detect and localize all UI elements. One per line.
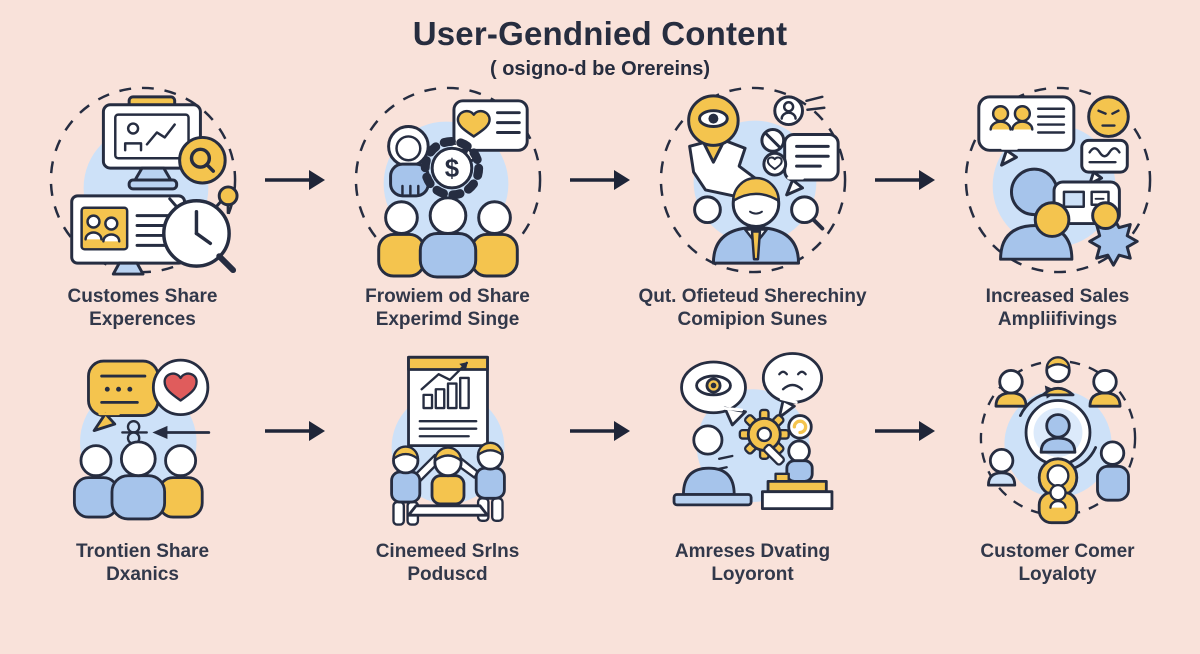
step-caption: Frowiem od Share Experimd Singe	[365, 286, 530, 331]
flow-arrow	[265, 346, 325, 444]
header: User-Gendnied Content ( osigno-d be Orer…	[0, 0, 1200, 81]
map-pin-eye-person-icon	[659, 86, 846, 274]
flow-row-1: Customes Share Experences	[0, 81, 1200, 331]
step-increased-sales: Increased Sales Ampliifivings	[933, 81, 1183, 331]
step-caption: Customer Comer Loyaloty	[980, 540, 1135, 585]
arrow-right-icon	[265, 170, 325, 191]
customer-loyalty-cycle-icon	[979, 355, 1136, 524]
eye-sad-gear-desk-icon	[672, 351, 833, 510]
flow-arrow	[265, 81, 325, 193]
arrow-right-icon	[875, 420, 935, 441]
group-chat-emoji-sales-icon	[964, 86, 1151, 274]
step-caption: Cinemeed Srlns Poduscd	[375, 540, 520, 585]
monitors-review-clock-icon	[49, 86, 239, 276]
crowd-gear-dollar-review-icon: $	[354, 86, 541, 279]
presentation-chart-team-icon	[389, 355, 506, 526]
flow-row-2: Trontien Share Dxanics	[0, 346, 1200, 586]
step-address-rating: Amreses Dvating Loyoront	[628, 346, 878, 586]
flow-arrow	[570, 81, 630, 193]
step-customers-share-experiences: Customes Share Experences	[18, 81, 268, 331]
step-caption: Amreses Dvating Loyoront	[674, 540, 831, 585]
flow-arrow	[570, 346, 630, 444]
flow-arrow	[875, 81, 935, 193]
step-caption: Increased Sales Ampliifivings	[985, 286, 1130, 331]
svg-text:$: $	[444, 155, 458, 183]
arrow-right-icon	[570, 170, 630, 191]
arrow-right-icon	[570, 420, 630, 441]
step-caption: Customes Share Experences	[67, 286, 218, 331]
step-caption: Trontien Share Dxanics	[75, 540, 210, 585]
chat-heart-crowd-icon	[72, 358, 210, 521]
step-share-dynamics: Trontien Share Dxanics	[18, 346, 268, 586]
step-audience-feedback: Qut. Ofieteud Sherechiny Comipion Sunes	[628, 81, 878, 331]
arrow-right-icon	[265, 420, 325, 441]
step-caption: Qut. Ofieteud Sherechiny Comipion Sunes	[638, 286, 867, 331]
page-subtitle: ( osigno-d be Orereins)	[489, 58, 711, 81]
page-title: User-Gendnied Content	[412, 15, 788, 52]
step-presentation-results: Cinemeed Srlns Poduscd	[323, 346, 573, 586]
step-customer-loyalty: Customer Comer Loyaloty	[933, 346, 1183, 586]
step-people-share-review: $ Frowiem od Share Experimd Singe	[323, 81, 573, 331]
arrow-right-icon	[875, 170, 935, 191]
flow-arrow	[875, 346, 935, 444]
